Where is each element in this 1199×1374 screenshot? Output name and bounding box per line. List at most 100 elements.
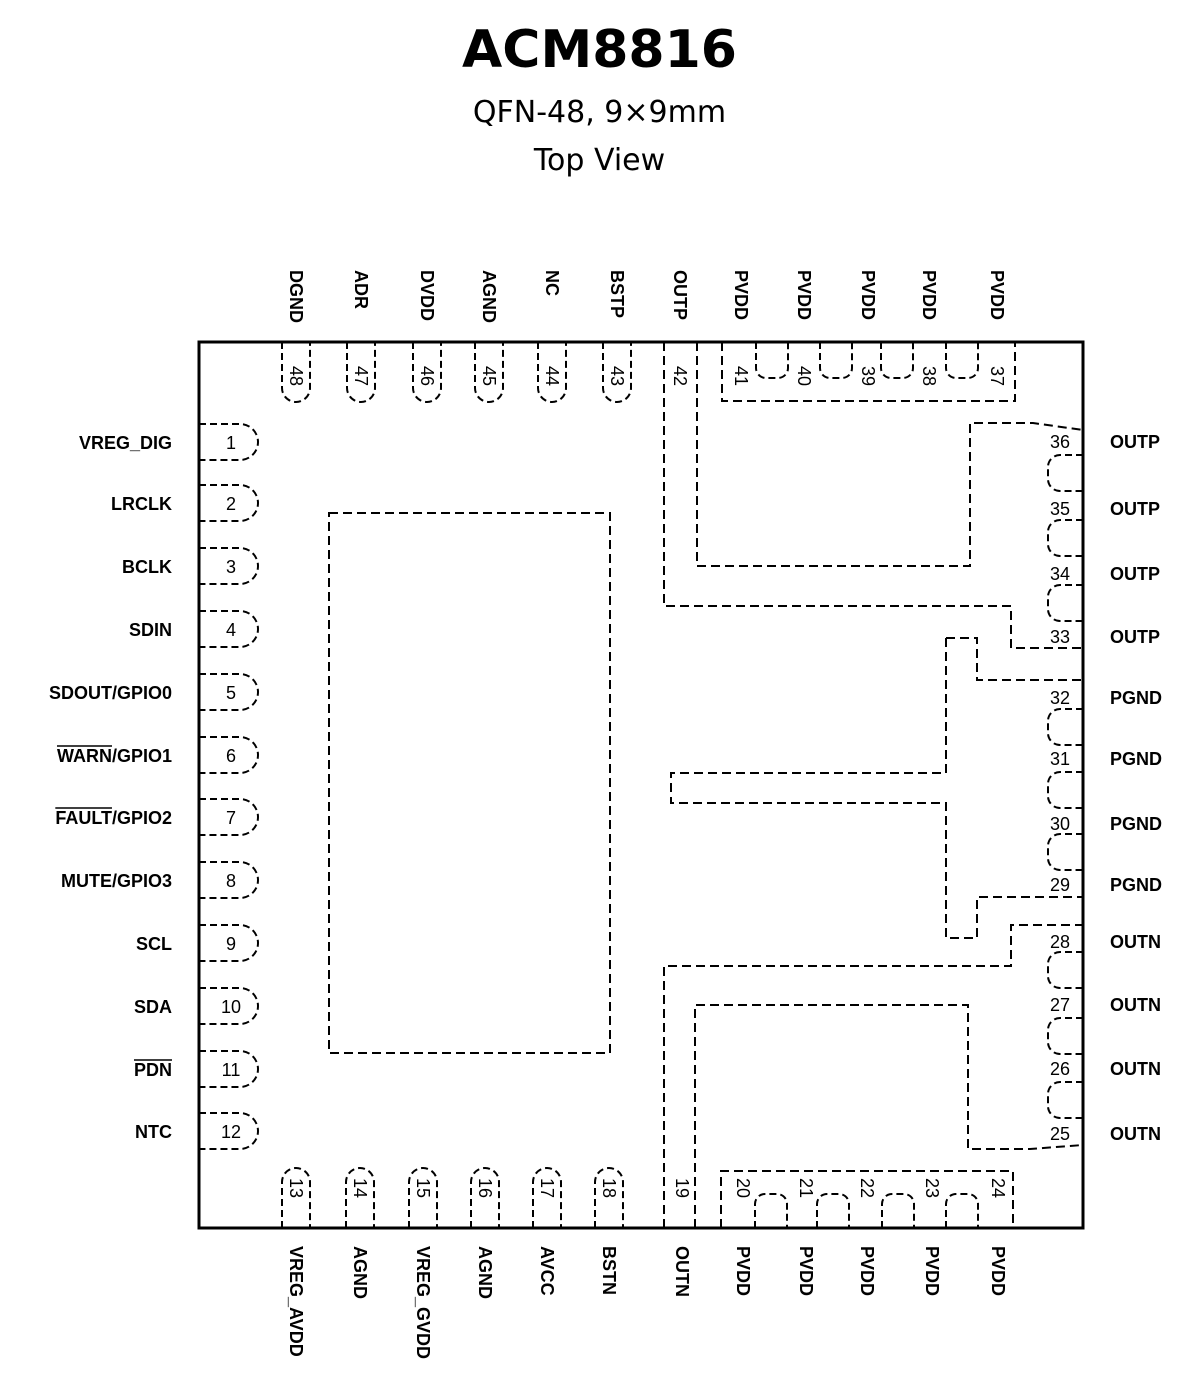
right-pad-bracket bbox=[1047, 771, 1083, 809]
right-pad-bracket bbox=[1047, 708, 1083, 746]
pin-2-pad bbox=[199, 484, 259, 522]
outp-plane bbox=[663, 342, 1084, 649]
pin-13-label-group: VREG_AVDD bbox=[286, 1246, 306, 1357]
pin-25-name-outn: OUTN bbox=[1110, 1124, 1161, 1144]
pin-12-label-group: NTC bbox=[135, 1122, 172, 1142]
pin-23-number: 23 bbox=[922, 1178, 942, 1198]
pin-34-label-group: OUTP bbox=[1110, 564, 1160, 584]
pin-15-pad bbox=[408, 1167, 438, 1228]
pin-3-number: 3 bbox=[226, 557, 236, 577]
pin-17-label-group: AVCC bbox=[537, 1246, 557, 1296]
pin-5-label-group: SDOUT/GPIO0 bbox=[49, 683, 172, 703]
pin-36-label-group: OUTP bbox=[1110, 432, 1160, 452]
pin-16-pad bbox=[470, 1167, 500, 1228]
pin-33-label-group: OUTP bbox=[1110, 627, 1160, 647]
pin-32-label-group: PGND bbox=[1110, 688, 1162, 708]
pin-21-name-pvdd: PVDD bbox=[796, 1246, 816, 1296]
pin-31-number: 31 bbox=[1050, 749, 1070, 769]
pin-6-label-group: WARN/GPIO1 bbox=[57, 746, 172, 766]
pin-43-number: 43 bbox=[607, 366, 627, 386]
pin-20-label-group: PVDD bbox=[733, 1246, 753, 1296]
right-pad-bracket bbox=[1047, 833, 1083, 871]
bottom-pad-bracket bbox=[881, 1193, 915, 1228]
pin-32-number: 32 bbox=[1050, 688, 1070, 708]
pin-38-number: 38 bbox=[919, 366, 939, 386]
pin-30-label-group: PGND bbox=[1110, 814, 1162, 834]
pin-43-name-bstp: BSTP bbox=[607, 270, 627, 318]
pin-9-number: 9 bbox=[226, 934, 236, 954]
pin-28-label-group: OUTN bbox=[1110, 932, 1161, 952]
bottom-pad-bracket bbox=[945, 1193, 979, 1228]
pin-19-number: 19 bbox=[672, 1178, 692, 1198]
pin-17-name-avcc: AVCC bbox=[537, 1246, 557, 1296]
right-pad-bracket bbox=[1047, 1017, 1083, 1055]
pin-2-name-lrclk: LRCLK bbox=[111, 494, 172, 514]
pin-44-number: 44 bbox=[542, 366, 562, 386]
pin-10-label-group: SDA bbox=[134, 997, 172, 1017]
pin-17-number: 17 bbox=[537, 1178, 557, 1198]
pin-5-name-sdout-gpio0: SDOUT/GPIO0 bbox=[49, 683, 172, 703]
pin-46-pad bbox=[412, 342, 442, 403]
pin-28-number: 28 bbox=[1050, 932, 1070, 952]
pin-3-pad bbox=[199, 547, 259, 585]
outn-plane bbox=[663, 924, 1084, 1228]
pin-4-pad bbox=[199, 610, 259, 648]
pin-41-label-group: PVDD bbox=[731, 270, 751, 320]
pin-1-number: 1 bbox=[226, 433, 236, 453]
pin-16-number: 16 bbox=[475, 1178, 495, 1198]
pin-37-number: 37 bbox=[987, 366, 1007, 386]
pin-30-number: 30 bbox=[1050, 814, 1070, 834]
pin-6-pad bbox=[199, 736, 259, 774]
pin-8-number: 8 bbox=[226, 871, 236, 891]
pin-32-name-pgnd: PGND bbox=[1110, 688, 1162, 708]
pin-16-name-agnd: AGND bbox=[475, 1246, 495, 1299]
pin-44-pad bbox=[537, 342, 567, 403]
pin-15-number: 15 bbox=[413, 1178, 433, 1198]
pin-46-label-group: DVDD bbox=[417, 270, 437, 321]
top-pad-bracket bbox=[880, 342, 914, 379]
pin-3-name-bclk: BCLK bbox=[122, 557, 172, 577]
pin-45-pad bbox=[474, 342, 504, 403]
pin-3-label-group: BCLK bbox=[122, 557, 172, 577]
chip-title: ACM8816 bbox=[462, 20, 737, 80]
pin-38-label-group: PVDD bbox=[919, 270, 939, 320]
pin-18-label-group: BSTN bbox=[599, 1246, 619, 1295]
pin-47-name-adr: ADR bbox=[351, 270, 371, 309]
pin-1-name-vreg-dig: VREG_DIG bbox=[79, 433, 172, 453]
pvdd-bottom-bus bbox=[720, 1170, 1014, 1228]
pin-8-name-mute-gpio3: MUTE/GPIO3 bbox=[61, 871, 172, 891]
pin-19-label-group: OUTN bbox=[672, 1246, 692, 1297]
pin-20-number: 20 bbox=[733, 1178, 753, 1198]
pin-38-name-pvdd: PVDD bbox=[919, 270, 939, 320]
top-pad-bracket bbox=[755, 342, 789, 379]
pin-12-number: 12 bbox=[221, 1122, 241, 1142]
pin-37-label-group: PVDD bbox=[987, 270, 1007, 320]
pin-9-label-group: SCL bbox=[136, 934, 172, 954]
pin-24-label-group: PVDD bbox=[988, 1246, 1008, 1296]
pin-10-number: 10 bbox=[221, 997, 241, 1017]
view-label: Top View bbox=[533, 143, 666, 178]
package-label: QFN-48, 9×9mm bbox=[472, 95, 727, 130]
pin-7-label-group: FAULT/GPIO2 bbox=[55, 808, 172, 828]
pin-41-name-pvdd: PVDD bbox=[731, 270, 751, 320]
pin-39-number: 39 bbox=[858, 366, 878, 386]
top-pad-bracket bbox=[819, 342, 853, 379]
pin-18-number: 18 bbox=[599, 1178, 619, 1198]
pin-41-number: 41 bbox=[731, 366, 751, 386]
pin-13-pad bbox=[281, 1167, 311, 1228]
pin-36-name-outp: OUTP bbox=[1110, 432, 1160, 452]
pin-2-number: 2 bbox=[226, 494, 236, 514]
pin-31-label-group: PGND bbox=[1110, 749, 1162, 769]
pin-8-label-group: MUTE/GPIO3 bbox=[61, 871, 172, 891]
pin-27-label-group: OUTN bbox=[1110, 995, 1161, 1015]
pin-14-number: 14 bbox=[350, 1178, 370, 1198]
pin-15-name-vreg-gvdd: VREG_GVDD bbox=[413, 1246, 433, 1359]
right-pad-bracket bbox=[1047, 1081, 1083, 1119]
pin-27-name-outn: OUTN bbox=[1110, 995, 1161, 1015]
pin-46-name-dvdd: DVDD bbox=[417, 270, 437, 321]
pin-1-pad bbox=[199, 423, 259, 461]
pin-23-label-group: PVDD bbox=[922, 1246, 942, 1296]
pin-17-pad bbox=[532, 1167, 562, 1228]
pin-35-label-group: OUTP bbox=[1110, 499, 1160, 519]
pin-9-pad bbox=[199, 924, 259, 962]
